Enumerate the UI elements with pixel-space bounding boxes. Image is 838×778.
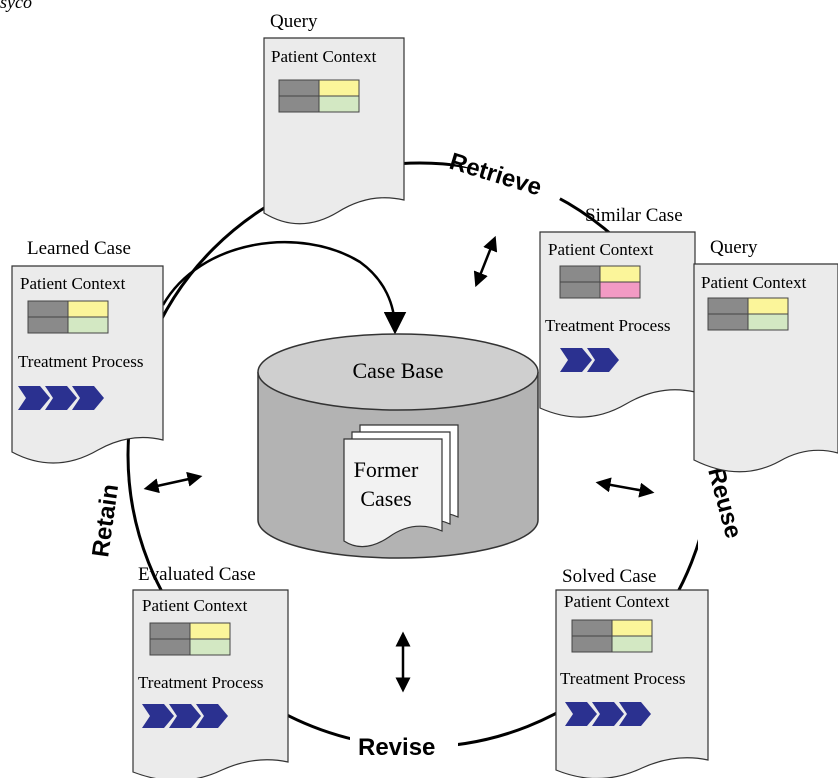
phase-retrieve: Retrieve — [438, 139, 568, 205]
former-cases-line1: Former — [354, 457, 419, 482]
retain-double-arrow — [143, 471, 203, 494]
card-evaluated-case: Evaluated Case Patient Context Treatment… — [132, 564, 289, 778]
card-query-right-context-label: Patient Context — [701, 273, 807, 292]
top-text-fragment: syco — [0, 0, 32, 12]
card-query-top-context-label: Patient Context — [271, 47, 377, 66]
card-learned-case: Learned Case Patient Context Treatment P… — [11, 238, 164, 464]
card-similar-case: Similar Case Patient Context Treatment P… — [539, 205, 696, 418]
phase-revise: Revise — [350, 727, 458, 761]
reuse-double-arrow — [595, 477, 655, 498]
phase-retain: Retain — [78, 458, 124, 559]
process-chevrons — [565, 702, 651, 726]
case-base-title: Case Base — [352, 358, 443, 383]
context-grid — [707, 297, 789, 331]
context-grid — [27, 300, 109, 334]
card-solved-case-title: Solved Case — [562, 566, 656, 587]
card-similar-case-title: Similar Case — [585, 205, 683, 226]
card-solved-case: Solved Case Patient Context Treatment Pr… — [555, 566, 709, 778]
card-similar-case-process-label: Treatment Process — [545, 316, 670, 335]
card-similar-case-context-label: Patient Context — [548, 240, 654, 259]
former-cases-stack: Former Cases — [343, 424, 459, 548]
retrieve-double-arrow — [473, 235, 498, 288]
context-grid — [571, 619, 653, 653]
context-grid — [559, 265, 641, 299]
phase-revise-label: Revise — [358, 734, 435, 761]
card-learned-case-process-label: Treatment Process — [18, 352, 143, 371]
process-chevrons — [142, 704, 228, 728]
card-query-right-title: Query — [710, 237, 758, 258]
context-grid — [278, 79, 360, 113]
learned-to-casebase-arrow — [161, 240, 407, 335]
card-solved-case-context-label: Patient Context — [564, 592, 670, 611]
card-query-top-title: Query — [270, 11, 318, 32]
phase-reuse: Reuse — [698, 462, 747, 558]
card-learned-case-context-label: Patient Context — [20, 274, 126, 293]
card-query-right: Query Patient Context — [693, 237, 838, 473]
card-learned-case-title: Learned Case — [27, 238, 131, 259]
process-chevrons — [18, 386, 104, 410]
card-evaluated-case-context-label: Patient Context — [142, 596, 248, 615]
process-chevrons — [560, 348, 619, 372]
card-query-top: Query Patient Context — [263, 11, 405, 225]
card-solved-case-process-label: Treatment Process — [560, 669, 685, 688]
context-grid — [149, 622, 231, 656]
card-evaluated-case-process-label: Treatment Process — [138, 673, 263, 692]
card-evaluated-case-title: Evaluated Case — [138, 564, 256, 585]
former-cases-line2: Cases — [360, 486, 411, 511]
